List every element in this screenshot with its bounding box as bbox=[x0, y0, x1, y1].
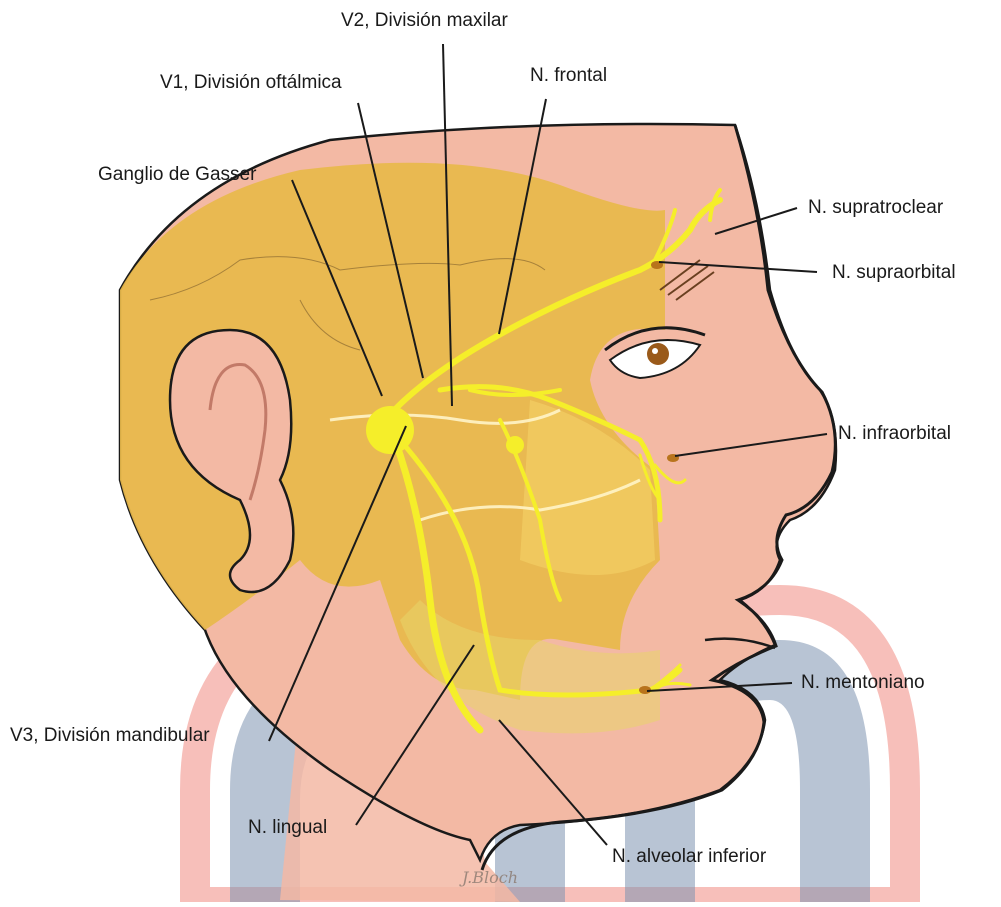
label-gasser-ganglion: Ganglio de Gasser bbox=[98, 165, 256, 184]
label-frontal-nerve: N. frontal bbox=[530, 66, 607, 85]
label-supratrochlear: N. supratroclear bbox=[808, 198, 943, 217]
label-infraorbital: N. infraorbital bbox=[838, 424, 951, 443]
label-mental-nerve: N. mentoniano bbox=[801, 673, 925, 692]
label-v1-ophthalmic: V1, División oftálmica bbox=[160, 73, 342, 92]
label-supraorbital: N. supraorbital bbox=[832, 263, 956, 282]
artist-signature: J.Bloch bbox=[462, 868, 518, 887]
label-v2-maxillary: V2, División maxilar bbox=[341, 11, 508, 30]
label-lingual-nerve: N. lingual bbox=[248, 818, 327, 837]
label-inferior-alveolar: N. alveolar inferior bbox=[612, 847, 766, 866]
label-v3-mandibular: V3, División mandibular bbox=[10, 726, 210, 745]
